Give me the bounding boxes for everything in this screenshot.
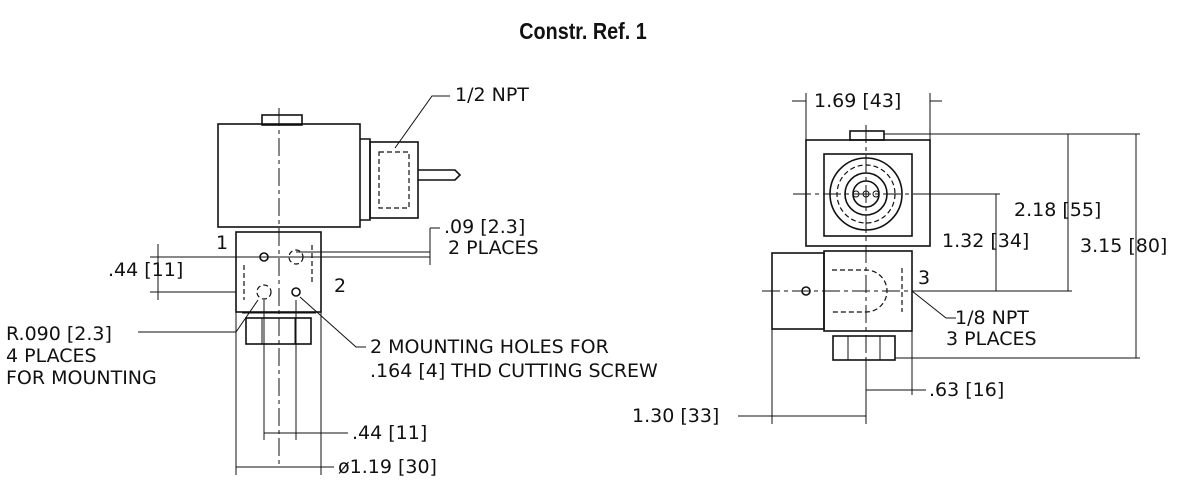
label-half-npt: 1/2 NPT — [455, 84, 529, 106]
coil-body — [217, 123, 361, 228]
label-h-total: 3.15 [80] — [1080, 235, 1167, 257]
label-radius-places: 4 PLACES — [6, 345, 97, 367]
label-h-mid: 1.32 [34] — [942, 230, 1029, 252]
label-mount-screw: .164 [4] THD CUTTING SCREW — [370, 360, 658, 382]
label-npt-places: 3 PLACES — [946, 328, 1037, 350]
hole-lower-right — [291, 287, 301, 297]
hole-lower-left — [256, 284, 272, 300]
connector-face — [823, 153, 913, 237]
coil-head — [805, 139, 931, 247]
label-port-1: 1 — [216, 232, 228, 254]
label-h-coil: 2.18 [55] — [1014, 199, 1101, 221]
leader-radius — [138, 299, 259, 333]
label-radius-purpose: FOR MOUNTING — [6, 367, 157, 389]
connector-hidden — [378, 151, 410, 209]
label-depth: .09 [2.3] — [444, 216, 525, 238]
connector-pin — [418, 169, 462, 181]
right-view — [738, 93, 1140, 424]
hex-nut-right — [832, 335, 896, 361]
label-width: 1.69 [43] — [814, 90, 901, 112]
left-view — [138, 95, 462, 475]
label-mount-holes: 2 MOUNTING HOLES FOR — [370, 336, 609, 358]
label-port-3: 3 — [918, 267, 930, 289]
label-spacing: .44 [11] — [108, 259, 183, 281]
label-eighth-npt: 1/8 NPT — [955, 307, 1029, 329]
coil-cap — [261, 114, 303, 126]
label-port-2: 2 — [334, 275, 346, 297]
coil-cap-right — [849, 130, 885, 141]
coil-side-flange — [360, 138, 371, 221]
label-diameter: ø1.19 [30] — [338, 456, 437, 478]
drawing-title: Constr. Ref. 1 — [519, 18, 647, 44]
connector-body — [369, 141, 419, 219]
leader-eighth-npt — [911, 290, 956, 319]
label-offset-b: 1.30 [33] — [632, 405, 719, 427]
label-bottom-spacing: .44 [11] — [352, 422, 427, 444]
label-radius: R.090 [2.3] — [6, 323, 112, 345]
label-depth-places: 2 PLACES — [448, 237, 539, 259]
leader-half-npt — [394, 95, 450, 149]
label-offset-a: .63 [16] — [929, 379, 1004, 401]
leader-mount-holes — [299, 296, 366, 348]
hex-nut — [245, 317, 312, 345]
